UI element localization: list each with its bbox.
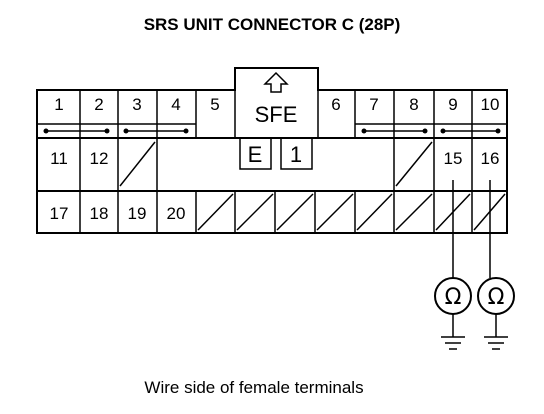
box-e: [239, 137, 272, 170]
box-1-label: 1: [290, 142, 302, 167]
terminal-11: 11: [50, 149, 68, 168]
diagram-caption: Wire side of female terminals: [144, 378, 363, 397]
ohmmeter-2: Ω: [477, 277, 515, 350]
terminal-5: 5: [210, 95, 219, 114]
diagram-title: SRS UNIT CONNECTOR C (28P): [144, 15, 401, 34]
terminal-8: 8: [409, 95, 418, 114]
terminal-9: 9: [448, 95, 457, 114]
row-3: 17 18 19 20: [50, 191, 506, 233]
terminal-12: 12: [90, 149, 109, 168]
empty-cavity-26: [395, 193, 433, 231]
row-1: 1 2 3 4 5 6 7 8 9 10: [37, 90, 507, 138]
empty-cavity-25: [356, 193, 393, 231]
probe-wires: [452, 180, 491, 278]
row-2: 11 12 15 16: [50, 138, 499, 191]
shorting-bar-1-2: [37, 123, 118, 134]
ohmmeter-1-symbol: Ω: [445, 285, 462, 310]
up-arrow-icon: [263, 71, 289, 93]
ohmmeter-2-symbol: Ω: [488, 285, 505, 310]
empty-cavity-13: [119, 141, 156, 187]
terminal-16: 16: [481, 149, 500, 168]
empty-cavity-24: [316, 193, 354, 231]
terminal-20: 20: [167, 204, 186, 223]
shorting-bar-3-4: [118, 123, 196, 134]
terminal-6: 6: [331, 95, 340, 114]
empty-cavity-22: [236, 193, 274, 231]
box-1: [280, 137, 313, 170]
terminal-3: 3: [132, 95, 141, 114]
terminal-1: 1: [54, 95, 63, 114]
terminal-17: 17: [50, 204, 69, 223]
ohmmeter-1: Ω: [434, 277, 472, 350]
terminal-18: 18: [90, 204, 109, 223]
ground-icon: [484, 336, 508, 350]
shorting-bar-9-10: [434, 123, 507, 134]
keyway-label: SFE: [255, 102, 298, 127]
empty-cavity-23: [276, 193, 314, 231]
terminal-19: 19: [128, 204, 147, 223]
terminal-2: 2: [94, 95, 103, 114]
terminal-7: 7: [369, 95, 378, 114]
terminal-15: 15: [444, 149, 463, 168]
keyway-area: SFE E 1: [239, 71, 313, 170]
terminal-4: 4: [171, 95, 180, 114]
shorting-bar-7-8: [355, 123, 434, 134]
empty-cavity-21: [197, 193, 234, 231]
ground-icon: [441, 336, 465, 350]
empty-cavity-14: [395, 141, 433, 187]
box-e-label: E: [248, 142, 263, 167]
terminal-10: 10: [481, 95, 500, 114]
